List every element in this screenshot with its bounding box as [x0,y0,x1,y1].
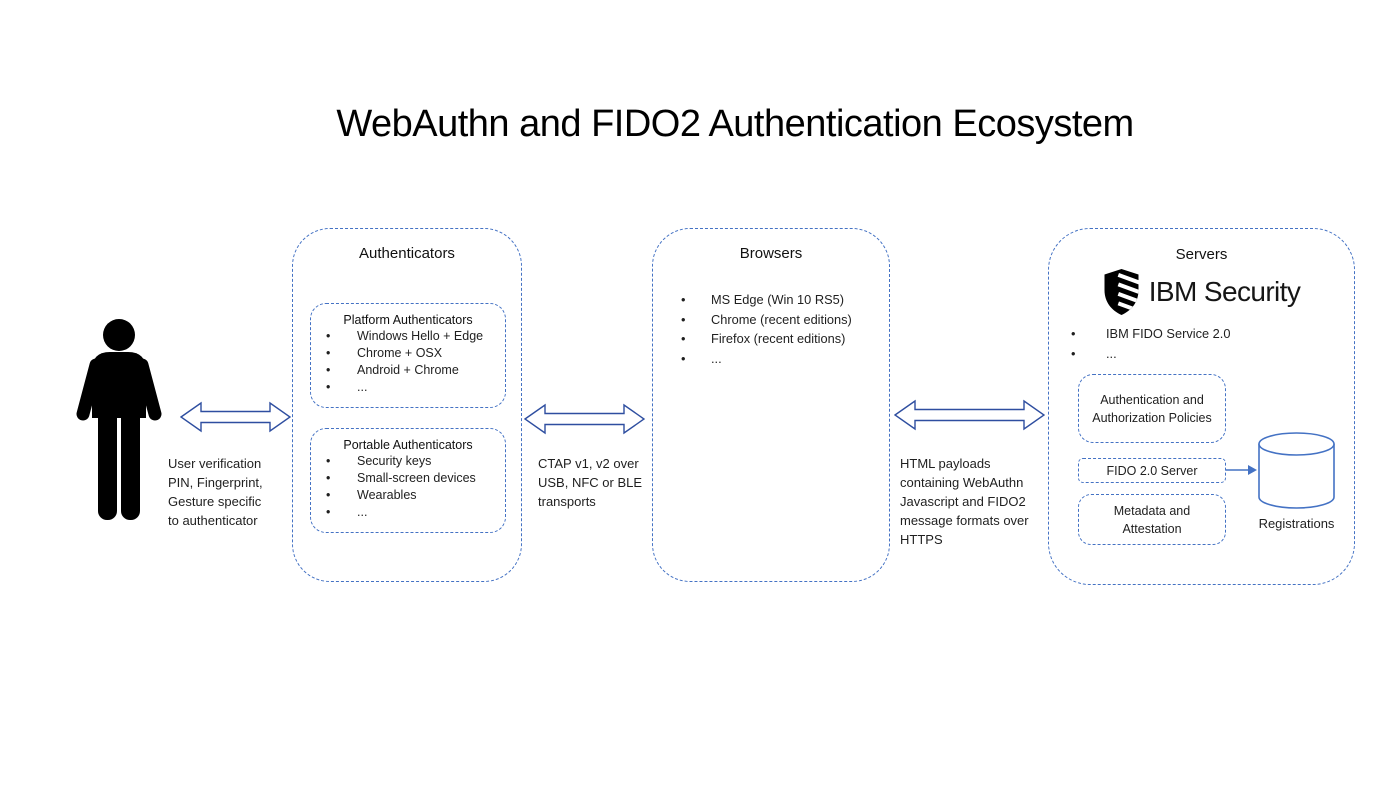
platform-authenticators-title: Platform Authenticators [343,313,473,327]
registrations-label: Registrations [1258,516,1335,531]
ibm-security-logo-text: IBM Security [1148,276,1301,307]
list-item: ... [1071,344,1354,364]
metadata-attestation-box: Metadata and Attestation [1078,494,1226,545]
list-item: ... [326,379,505,396]
list-item: MS Edge (Win 10 RS5) [681,290,889,310]
list-item: Security keys [326,453,505,470]
double-arrow-icon [180,401,291,433]
list-item: Wearables [326,487,505,504]
list-item: ... [681,349,889,369]
list-item: Chrome + OSX [326,345,505,362]
page-title: WebAuthn and FIDO2 Authentication Ecosys… [336,103,1134,145]
list-item: Android + Chrome [326,362,505,379]
browsers-title: Browsers [739,245,803,262]
portable-authenticators-box: Portable Authenticators Security keysSma… [310,428,506,533]
double-arrow-icon [524,403,645,435]
portable-authenticators-title: Portable Authenticators [343,438,473,452]
double-arrow-icon [894,399,1045,431]
fido-to-database-arrow-icon [1226,465,1257,475]
person-silhouette-icon [76,319,162,520]
list-item: Windows Hello + Edge [326,328,505,345]
platform-authenticators-list: Windows Hello + EdgeChrome + OSXAndroid … [311,328,505,396]
database-cylinder-icon [1258,432,1335,509]
list-item: Firefox (recent editions) [681,329,889,349]
user-verification-label: User verification PIN, Fingerprint, Gest… [168,456,263,528]
servers-box: Servers IBM Security IBM FIDO Service 2. [1048,228,1355,585]
browsers-list: MS Edge (Win 10 RS5)Chrome (recent editi… [653,290,889,368]
list-item: ... [326,504,505,521]
portable-authenticators-list: Security keysSmall-screen devicesWearabl… [311,453,505,521]
authenticators-box: Authenticators Platform Authenticators W… [292,228,522,582]
auth-policies-box: Authentication and Authorization Policie… [1078,374,1226,443]
servers-title: Servers [1175,246,1228,263]
platform-authenticators-box: Platform Authenticators Windows Hello + … [310,303,506,408]
list-item: Chrome (recent editions) [681,310,889,330]
fido-server-box: FIDO 2.0 Server [1078,458,1226,483]
https-payload-label: HTML payloads containing WebAuthn Javasc… [900,456,1029,547]
list-item: Small-screen devices [326,470,505,487]
servers-list: IBM FIDO Service 2.0... [1049,324,1354,363]
list-item: IBM FIDO Service 2.0 [1071,324,1354,344]
ibm-security-shield-icon [1104,269,1139,315]
ibm-security-logo: IBM Security [1049,265,1354,319]
authenticators-title: Authenticators [359,245,455,262]
browsers-box: Browsers MS Edge (Win 10 RS5)Chrome (rec… [652,228,890,582]
ctap-transport-label: CTAP v1, v2 over USB, NFC or BLE transpo… [538,456,643,509]
